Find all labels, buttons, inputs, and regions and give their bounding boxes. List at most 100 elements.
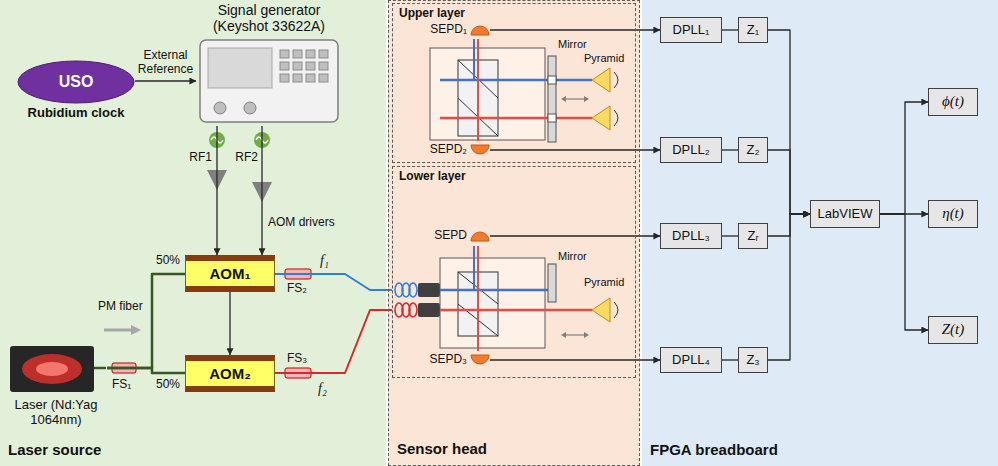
signal-generator-device bbox=[306, 50, 315, 58]
signal-line bbox=[722, 359, 738, 360]
text-holder: Laser (Nd:Yag 1064nm) bbox=[5, 398, 107, 428]
photodetector-symbol bbox=[471, 355, 489, 364]
pm-fiber-arrow bbox=[104, 329, 132, 332]
signal-line bbox=[490, 149, 660, 150]
z-box: Z₃ bbox=[738, 347, 768, 373]
interferometer-upper bbox=[548, 56, 556, 142]
interferometer-lower bbox=[418, 283, 440, 297]
panel-title: Upper layer bbox=[399, 7, 465, 21]
box-label: DPLL₃ bbox=[672, 229, 710, 244]
box-label: DPLL₁ bbox=[673, 23, 710, 38]
part-name: FS₂ bbox=[287, 282, 307, 296]
text-holder: Upper layer bbox=[399, 7, 465, 21]
signal-line bbox=[768, 214, 810, 236]
signal-line bbox=[768, 214, 810, 360]
photodetector: SEPD₂ bbox=[418, 141, 490, 159]
layer-box: Lower layerSEPD SEPD₃ bbox=[392, 166, 636, 378]
signal-line bbox=[490, 359, 660, 360]
signal-line bbox=[880, 102, 928, 214]
interferometer-lower bbox=[409, 283, 417, 297]
interferometer-upper bbox=[561, 96, 566, 102]
interferometer-upper bbox=[440, 79, 592, 82]
signal-line bbox=[722, 149, 738, 150]
interferometer-upper bbox=[584, 96, 589, 102]
interferometer-lower bbox=[592, 298, 610, 322]
pll-box: DPLL₁ bbox=[660, 17, 722, 43]
interferometer-upper bbox=[592, 68, 610, 92]
signal-line bbox=[135, 80, 196, 81]
part-name: AOM drivers bbox=[268, 216, 335, 230]
panel-title: Sensor head bbox=[397, 440, 487, 457]
photodetector-symbol bbox=[471, 145, 489, 154]
signal-generator-device bbox=[319, 62, 328, 70]
pll-box: DPLL₃ bbox=[660, 223, 722, 249]
signal-line bbox=[768, 30, 810, 214]
connector-label: External Reference bbox=[131, 49, 201, 77]
output-box: Z(t) bbox=[928, 316, 978, 344]
aom-box: AOM₂ bbox=[185, 355, 275, 392]
node-label: Signal generator (Keyshot 33622A) bbox=[196, 2, 342, 34]
box-label: Z₁ bbox=[747, 23, 759, 38]
interferometer-upper bbox=[614, 72, 618, 88]
signal-line bbox=[490, 235, 660, 236]
photodetector: SEPD₁ bbox=[418, 21, 490, 39]
box-label: Z(t) bbox=[942, 321, 965, 338]
text-holder: Sensor head bbox=[397, 440, 487, 457]
detector-label: SEPD bbox=[434, 229, 467, 243]
interferometer-lower bbox=[440, 309, 592, 312]
text-holder: Signal generator (Keyshot 33622A) bbox=[196, 2, 342, 34]
photodetector: SEPD₃ bbox=[418, 351, 490, 369]
interferometer-lower bbox=[395, 246, 618, 351]
interferometer-lower bbox=[548, 264, 556, 302]
sensor-head-panel: Sensor head Upper layerSEPD₁ SEPD₂ Lower la… bbox=[388, 0, 640, 466]
box-label: Z₂ bbox=[747, 143, 760, 158]
clock-ellipse bbox=[18, 61, 134, 103]
detector-label: SEPD₁ bbox=[430, 23, 467, 37]
interferometer-lower bbox=[584, 332, 589, 338]
interferometer-upper bbox=[548, 114, 556, 122]
interferometer-lower bbox=[440, 289, 548, 292]
interferometer-lower bbox=[395, 283, 417, 317]
box-label: Z₃ bbox=[746, 353, 759, 368]
laser-body bbox=[10, 346, 94, 392]
box-label: AOM₂ bbox=[209, 365, 251, 382]
output-box: ϕ(t) bbox=[928, 88, 978, 116]
signal-generator: Signal generator (Keyshot 33622A) bbox=[196, 2, 342, 126]
software-box: LabVIEW bbox=[810, 200, 880, 228]
text-holder: Rubidium clock bbox=[11, 106, 141, 121]
signal-generator-device bbox=[244, 102, 256, 114]
panel-title: FPGA breadboard bbox=[650, 441, 778, 458]
pm-fiber-arrow bbox=[131, 325, 141, 335]
optical-fiber bbox=[107, 274, 185, 368]
interferometer-upper bbox=[477, 39, 479, 141]
laser-body bbox=[22, 354, 82, 384]
z-box: Z₂ bbox=[738, 137, 768, 163]
part-name: Mirror bbox=[558, 250, 587, 263]
signal-line bbox=[722, 235, 738, 236]
part-name: Pyramid bbox=[584, 276, 624, 289]
interferometer-upper bbox=[430, 48, 545, 140]
interferometer-lower bbox=[440, 258, 545, 348]
signal-generator-device bbox=[200, 40, 338, 122]
text-holder: Lower layer bbox=[399, 170, 466, 184]
text-holder: Laser source bbox=[8, 441, 101, 458]
ratio-label: 50% bbox=[156, 378, 180, 392]
part-name: FS₁ bbox=[112, 378, 131, 392]
text-holder: USO bbox=[17, 60, 135, 104]
signal-generator-device bbox=[208, 48, 272, 88]
optical-fiber bbox=[275, 274, 392, 290]
detector-label: SEPD₃ bbox=[429, 353, 467, 367]
node-label: Laser (Nd:Yag 1064nm) bbox=[5, 398, 107, 428]
interferometer-upper bbox=[548, 76, 556, 84]
layer-box: Upper layerSEPD₁ SEPD₂ bbox=[392, 3, 636, 163]
part-name: Pyramid bbox=[584, 52, 624, 65]
interferometer-upper bbox=[566, 98, 584, 99]
signal-name: RF2 bbox=[222, 151, 258, 165]
part-name: FS₃ bbox=[287, 352, 307, 366]
signal-generator-device bbox=[280, 62, 289, 70]
panel-ground bbox=[642, 0, 998, 466]
laser-source-panel: Laser source USO Rubidium clock Signal gene… bbox=[0, 0, 386, 466]
pll-box: DPLL₂ bbox=[660, 137, 722, 163]
